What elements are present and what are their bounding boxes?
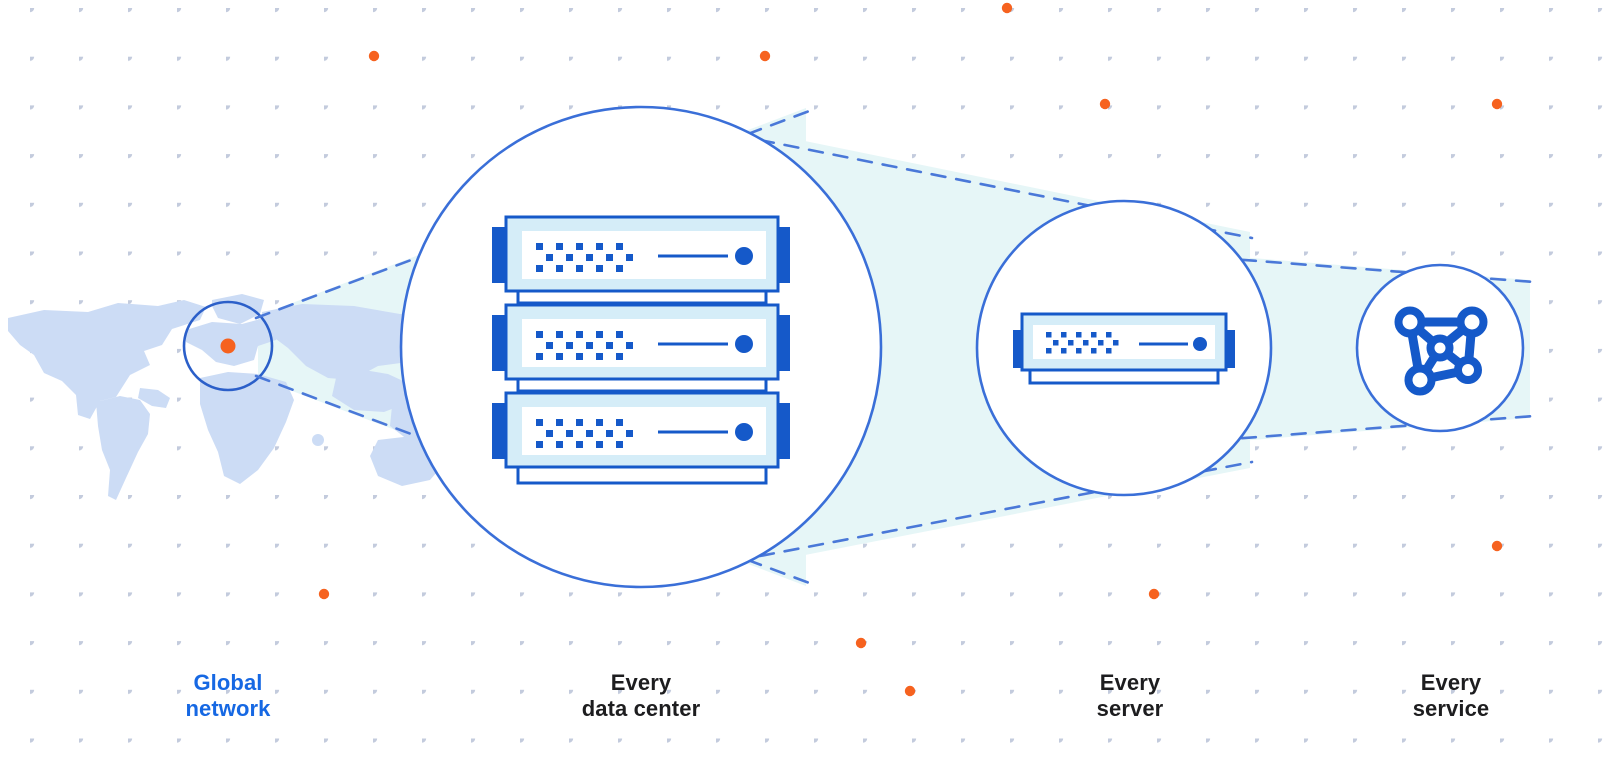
accent-dot [1148, 588, 1160, 600]
server-unit [492, 215, 790, 305]
dashed-line-global-bottom [254, 374, 814, 586]
accent-dot [318, 588, 330, 600]
single-server-icon [1013, 312, 1235, 385]
mesh-network-nodes [1394, 306, 1488, 396]
accent-dot [1001, 2, 1013, 14]
label-global-network: Global network [185, 670, 271, 721]
server-unit [492, 391, 790, 485]
label-every-data-center: Every data center [581, 670, 701, 721]
accent-dot [1491, 98, 1503, 110]
location-pin-dot [220, 338, 236, 354]
accent-dot [1099, 98, 1111, 110]
server-unit [492, 303, 790, 393]
label-every-server: Every server [1096, 670, 1164, 721]
server-rack-icon [492, 215, 790, 485]
dashed-line-datacenter-bottom [758, 460, 1254, 558]
accent-grid-dots [318, 2, 1503, 697]
accent-dot [368, 50, 380, 62]
label-every-service: Every service [1412, 670, 1490, 721]
accent-dot [759, 50, 771, 62]
dashed-line-datacenter-top [758, 138, 1254, 240]
accent-dot [855, 637, 867, 649]
accent-dot [904, 685, 916, 697]
map-highlight-circle [182, 300, 274, 392]
dashed-line-global-top [254, 108, 814, 320]
accent-dot [1491, 540, 1503, 552]
